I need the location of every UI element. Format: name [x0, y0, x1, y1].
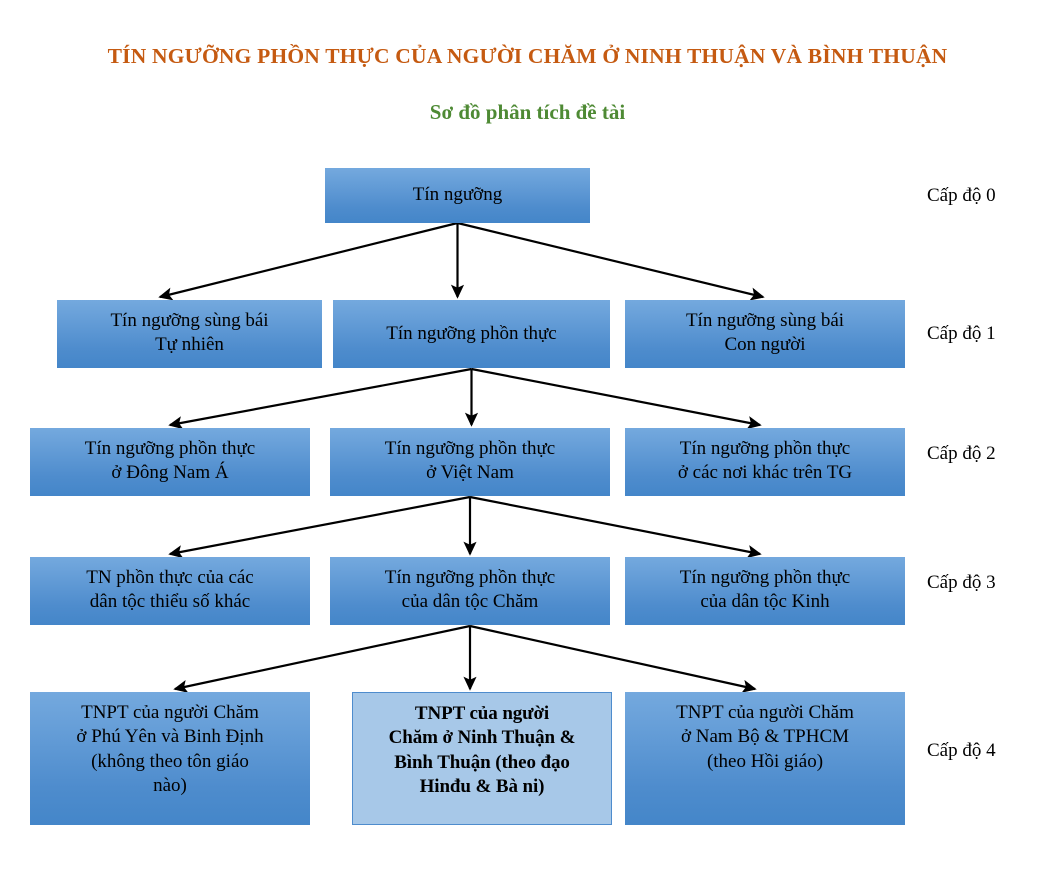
- node-tnpt-dong-nam-a[interactable]: Tín ngưỡng phồn thực ở Đông Nam Á: [30, 428, 310, 496]
- node-line: Tín ngưỡng sùng bái: [685, 310, 845, 331]
- node-line: Tín ngưỡng: [412, 184, 503, 206]
- page-subtitle: Sơ đồ phân tích đề tài: [429, 100, 626, 124]
- node-line: dân tộc thiểu số khác: [89, 591, 251, 613]
- node-line: Tự nhiên: [155, 334, 224, 356]
- node-line: Tín ngưỡng phồn thực: [84, 438, 256, 459]
- level-label-3: Cấp độ 3: [927, 572, 996, 593]
- level-label-0: Cấp độ 0: [927, 185, 996, 206]
- node-tin-nguong-sung-bai-con-nguoi[interactable]: Tín ngưỡng sùng bái Con người: [625, 300, 905, 368]
- node-line: ở Nam Bộ & TPHCM: [680, 726, 850, 748]
- node-line: Tín ngưỡng phồn thực: [384, 438, 556, 459]
- connector-arrow: [469, 495, 762, 559]
- node-line: ở Phú Yên và Binh Định: [76, 726, 264, 748]
- level-label-1: Cấp độ 1: [927, 323, 996, 344]
- node-line: Chăm ở Ninh Thuận &: [388, 727, 576, 749]
- connector-arrow: [457, 221, 765, 301]
- connector-arrow: [168, 367, 472, 430]
- node-tin-nguong[interactable]: Tín ngưỡng: [325, 168, 590, 223]
- page-title: TÍN NGƯỠNG PHỒN THỰC CỦA NGƯỜI CHĂM Ở NI…: [107, 44, 948, 68]
- connector-arrow: [168, 495, 471, 559]
- node-tnpt-viet-nam[interactable]: Tín ngưỡng phồn thực ở Việt Nam: [330, 428, 610, 496]
- node-line: ở Việt Nam: [426, 462, 514, 484]
- node-tnpt-dan-toc-thieu-so[interactable]: TN phồn thực của các dân tộc thiểu số kh…: [30, 557, 310, 625]
- level-label-2: Cấp độ 2: [927, 443, 996, 464]
- node-tnpt-ninh-thuan-binh-thuan[interactable]: TNPT của người Chăm ở Ninh Thuận & Bình …: [352, 692, 612, 825]
- node-line: TNPT của người: [414, 703, 550, 724]
- node-line: TNPT của người Chăm: [81, 702, 259, 723]
- node-line: Tín ngưỡng phồn thực: [386, 322, 557, 344]
- node-tnpt-cac-noi-khac[interactable]: Tín ngưỡng phồn thực ở các nơi khác trên…: [625, 428, 905, 496]
- node-line: Tín ngưỡng phồn thực: [679, 567, 851, 588]
- node-line: Hinđu & Bà ni): [419, 775, 545, 797]
- node-line: Tín ngưỡng phồn thực: [679, 438, 851, 459]
- node-line: của dân tộc Kinh: [700, 591, 830, 613]
- node-line: ở Đông Nam Á: [111, 462, 229, 484]
- connector-arrow: [173, 624, 471, 693]
- node-line: Tín ngưỡng phồn thực: [384, 567, 556, 588]
- level-label-4: Cấp độ 4: [927, 740, 996, 761]
- node-line: TN phồn thực của các: [86, 567, 254, 588]
- node-line: nào): [153, 774, 187, 796]
- node-tin-nguong-phon-thuc[interactable]: Tín ngưỡng phồn thực: [333, 300, 610, 368]
- node-line: (theo Hồi giáo): [706, 750, 824, 772]
- node-tnpt-dan-toc-kinh[interactable]: Tín ngưỡng phồn thực của dân tộc Kinh: [625, 557, 905, 625]
- node-line: Con người: [724, 334, 806, 356]
- connector-arrow: [158, 221, 458, 301]
- node-line: (không theo tôn giáo: [91, 750, 249, 772]
- node-line: của dân tộc Chăm: [401, 591, 539, 613]
- node-tnpt-dan-toc-cham[interactable]: Tín ngưỡng phồn thực của dân tộc Chăm: [330, 557, 610, 625]
- connector-arrow: [471, 367, 762, 430]
- node-line: ở các nơi khác trên TG: [677, 462, 853, 484]
- node-line: TNPT của người Chăm: [676, 702, 854, 723]
- node-tnpt-phu-yen-binh-dinh[interactable]: TNPT của người Chăm ở Phú Yên và Binh Đị…: [30, 692, 310, 825]
- node-line: Bình Thuận (theo đạo: [394, 751, 570, 773]
- node-line: Tín ngưỡng sùng bái: [110, 310, 269, 331]
- node-tnpt-nam-bo-tphcm[interactable]: TNPT của người Chăm ở Nam Bộ & TPHCM (th…: [625, 692, 905, 825]
- node-tin-nguong-sung-bai-tu-nhien[interactable]: Tín ngưỡng sùng bái Tự nhiên: [57, 300, 322, 368]
- connector-arrow: [469, 624, 757, 693]
